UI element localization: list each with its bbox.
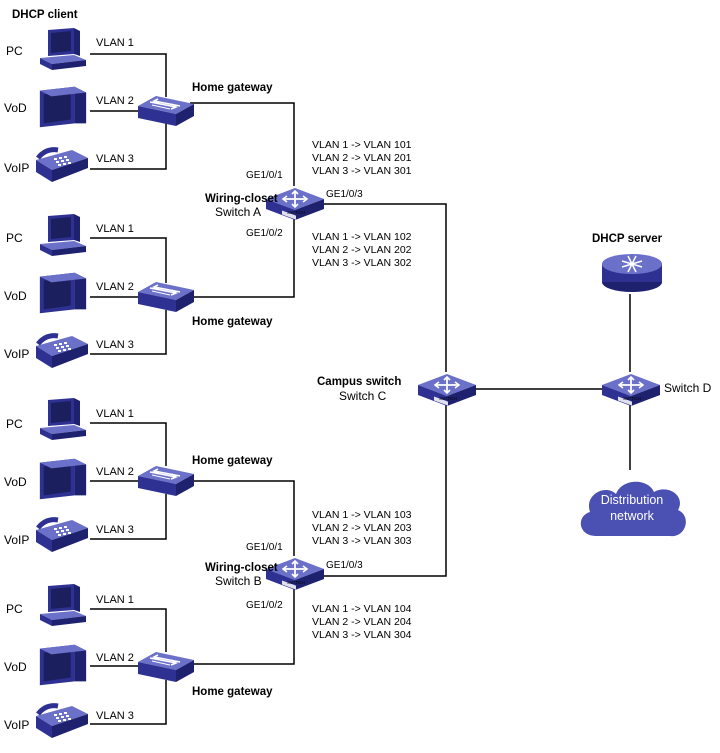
client-group-3: PC VoD VoIP VLAN 1 VLAN 2 VLAN 3 Home ga… (4, 398, 273, 552)
pc-icon (40, 214, 86, 256)
home-gateway-label: Home gateway (192, 455, 273, 467)
ip-phone-icon (36, 706, 88, 738)
vlan-label: VLAN 1 (96, 594, 134, 606)
router-icon (601, 253, 663, 293)
monitor-icon (39, 272, 87, 314)
port-label: GE1/0/3 (326, 189, 363, 200)
pc-icon (40, 28, 86, 70)
vlan-label: VLAN 1 (96, 37, 134, 49)
switch-badge: SWITCH (439, 396, 457, 401)
vlan-mapping: VLAN 1 -> VLAN 103 (312, 509, 412, 521)
pc-icon (40, 398, 86, 440)
vlan-mapping: VLAN 3 -> VLAN 303 (312, 535, 412, 547)
vlan-label: VLAN 2 (96, 95, 134, 107)
campus-switch-c: SWITCH Campus switch Switch C (317, 373, 477, 407)
dhcp-client-title: DHCP client (12, 9, 78, 21)
vlan-label: VLAN 2 (96, 281, 134, 293)
home-gateway-label: Home gateway (192, 686, 273, 698)
switch-title: Wiring-closet (205, 193, 278, 205)
vlan-mapping: VLAN 3 -> VLAN 304 (312, 629, 412, 641)
vlan-mapping: VLAN 3 -> VLAN 301 (312, 165, 412, 177)
wires (90, 53, 631, 725)
wiring-closet-switch-a: SWITCH Wiring-closet Switch A GE1/0/1 GE… (205, 139, 412, 269)
ip-phone-icon (36, 336, 88, 368)
vlan-mapping: VLAN 2 -> VLAN 202 (312, 244, 412, 256)
wiring-closet-switch-b: SWITCH Wiring-closet Switch B GE1/0/1 GE… (205, 509, 412, 641)
l3-switch-icon (417, 373, 477, 407)
pc-icon (40, 584, 86, 626)
device-label-vod: VoD (4, 475, 27, 489)
device-label-vod: VoD (4, 660, 27, 674)
home-gateway-icon (137, 95, 195, 127)
monitor-icon (39, 644, 87, 686)
vlan-mapping: VLAN 2 -> VLAN 201 (312, 152, 412, 164)
switch-d-group: DHCP server SWITCH Switch D Distribution… (580, 233, 712, 537)
vlan-label: VLAN 2 (96, 652, 134, 664)
vlan-mapping: VLAN 1 -> VLAN 102 (312, 231, 412, 243)
port-label: GE1/0/1 (246, 542, 283, 553)
switch-badge: SWITCH (287, 580, 305, 585)
vlan-label: VLAN 2 (96, 466, 134, 478)
dhcp-server-label: DHCP server (592, 233, 663, 245)
campus-switch-title: Campus switch (317, 376, 401, 388)
vlan-mapping: VLAN 3 -> VLAN 302 (312, 257, 412, 269)
switch-name: Switch B (215, 574, 262, 588)
cloud-label-line1: Distribution (601, 493, 664, 507)
device-label-pc: PC (6, 231, 23, 245)
port-label: GE1/0/1 (246, 170, 283, 181)
device-label-voip: VoIP (4, 718, 29, 732)
device-label-voip: VoIP (4, 533, 29, 547)
cloud-icon (580, 481, 686, 537)
l3-switch-icon (601, 373, 661, 407)
home-gateway-label: Home gateway (192, 316, 273, 328)
vlan-mapping: VLAN 1 -> VLAN 104 (312, 603, 412, 615)
vlan-mapping: VLAN 2 -> VLAN 204 (312, 616, 412, 628)
device-label-pc: PC (6, 602, 23, 616)
vlan-label: VLAN 3 (96, 524, 134, 536)
client-group-2: PC VoD VoIP VLAN 1 VLAN 2 VLAN 3 Home ga… (4, 214, 273, 368)
switch-title: Wiring-closet (205, 562, 278, 574)
vlan-label: VLAN 3 (96, 339, 134, 351)
switch-name: Switch A (215, 205, 261, 219)
device-label-voip: VoIP (4, 347, 29, 361)
campus-switch-name: Switch C (339, 389, 387, 403)
vlan-mapping: VLAN 2 -> VLAN 203 (312, 522, 412, 534)
home-gateway-icon (137, 465, 195, 497)
ip-phone-icon (36, 520, 88, 552)
home-gateway-icon (137, 651, 195, 683)
switch-badge: SWITCH (623, 396, 641, 401)
monitor-icon (39, 86, 87, 128)
vlan-label: VLAN 1 (96, 223, 134, 235)
vlan-mapping: VLAN 1 -> VLAN 101 (312, 139, 412, 151)
switch-d-label: Switch D (664, 381, 712, 395)
port-label: GE1/0/2 (246, 228, 283, 239)
vlan-label: VLAN 3 (96, 710, 134, 722)
device-label-voip: VoIP (4, 161, 29, 175)
cloud-label-line2: network (610, 509, 655, 523)
home-gateway-label: Home gateway (192, 82, 273, 94)
home-gateway-icon (137, 281, 195, 313)
device-label-pc: PC (6, 417, 23, 431)
device-label-vod: VoD (4, 289, 27, 303)
device-label-pc: PC (6, 44, 23, 58)
monitor-icon (39, 458, 87, 500)
port-label: GE1/0/3 (326, 560, 363, 571)
ip-phone-icon (36, 150, 88, 182)
switch-badge: SWITCH (287, 210, 305, 215)
vlan-label: VLAN 3 (96, 153, 134, 165)
vlan-label: VLAN 1 (96, 408, 134, 420)
port-label: GE1/0/2 (246, 600, 283, 611)
client-group-1: PC VoD VoIP VLAN 1 VLAN 2 VLAN 3 Home ga… (4, 28, 273, 182)
device-label-vod: VoD (4, 101, 27, 115)
client-group-4: PC VoD VoIP VLAN 1 VLAN 2 VLAN 3 Home ga… (4, 584, 273, 738)
